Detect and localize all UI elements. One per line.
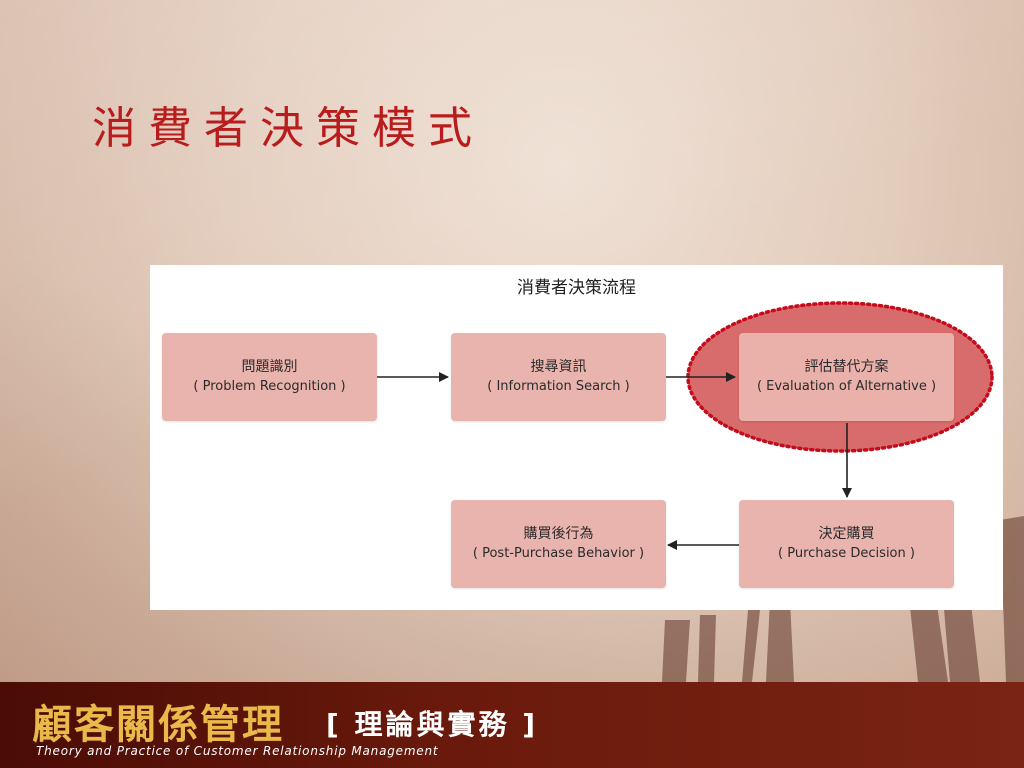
slide-title: 消費者決策模式 — [92, 103, 484, 154]
step-label-zh: 購買後行為 — [523, 526, 594, 542]
step-label-zh: 問題識別 — [241, 359, 298, 375]
step-label-zh: 評估替代方案 — [804, 359, 889, 375]
book-subtitle: [ 理論與實務 ] — [326, 708, 539, 741]
step-label-en: ( Evaluation of Alternative ) — [756, 379, 937, 394]
step-label-en: ( Problem Recognition ) — [193, 379, 346, 394]
diagram-title: 消費者決策流程 — [517, 278, 636, 298]
step-label-en: ( Post-Purchase Behavior ) — [472, 546, 645, 561]
footer-bar — [0, 682, 1024, 768]
book-title: 顧客關係管理 — [32, 702, 284, 748]
step-purchase-decision: 決定購買 ( Purchase Decision ) — [739, 500, 954, 588]
step-evaluation-of-alternative: 評估替代方案 ( Evaluation of Alternative ) — [739, 333, 954, 421]
book-english-title: Theory and Practice of Customer Relation… — [36, 744, 439, 758]
step-problem-recognition: 問題識別 ( Problem Recognition ) — [162, 333, 377, 421]
step-label-en: ( Information Search ) — [487, 379, 630, 394]
step-label-zh: 搜尋資訊 — [530, 359, 587, 375]
step-label-en: ( Purchase Decision ) — [778, 546, 915, 561]
step-label-zh: 決定購買 — [818, 526, 875, 542]
decision-process-diagram: 消費者決策流程 問題識別 ( Problem Recognition ) 搜尋資… — [150, 265, 1003, 610]
step-post-purchase-behavior: 購買後行為 ( Post-Purchase Behavior ) — [451, 500, 666, 588]
step-information-search: 搜尋資訊 ( Information Search ) — [451, 333, 666, 421]
